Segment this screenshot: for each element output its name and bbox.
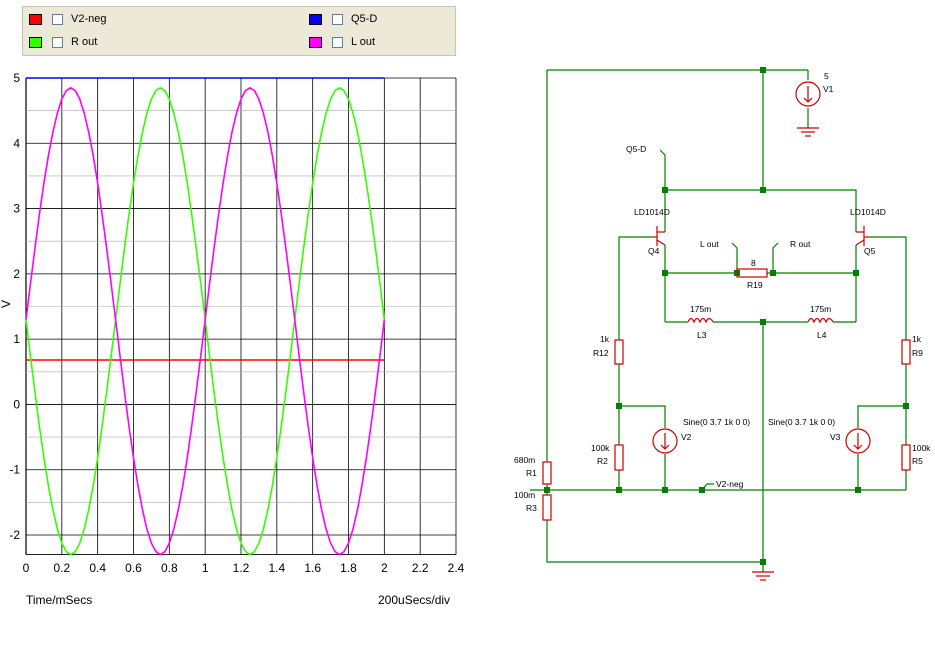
- wires: [530, 69, 907, 572]
- v2-name: V2: [681, 432, 692, 442]
- legend-item-l-out[interactable]: L out: [309, 34, 375, 50]
- l3-name: L3: [697, 330, 707, 340]
- q5-name: Q5: [864, 246, 876, 256]
- r9-name: R9: [912, 348, 923, 358]
- x-tick-label: 0: [23, 561, 30, 575]
- legend-checkbox[interactable]: [332, 36, 343, 48]
- components: [542, 81, 911, 581]
- color-swatch: [29, 13, 42, 25]
- x-tick-label: 1: [202, 561, 209, 575]
- x-tick-label: 0.6: [125, 561, 142, 575]
- x-tick-label: 0.8: [161, 561, 178, 575]
- x-tick-label: 1.2: [233, 561, 250, 575]
- r5-value: 100k: [912, 443, 931, 453]
- r19-value: 8: [751, 258, 756, 268]
- legend-panel: V2-neg R out Q5-D L out: [22, 6, 456, 56]
- q5-d-probe-label: Q5-D: [626, 144, 646, 154]
- x-axis-label: Time/mSecs: [26, 593, 93, 607]
- waveform-chart: 0 0.2 0.4 0.6 0.8 1 1.2 1.4 1.6 1.8 2 2.2 2.4 5 4 3 2 1 0 -…: [0, 71, 465, 575]
- legend-item-r-out[interactable]: R out: [29, 34, 97, 50]
- y-tick-label: 5: [13, 71, 20, 85]
- v2-description: Sine(0 3.7 1k 0 0): [683, 417, 750, 427]
- x-tick-label: 2: [381, 561, 388, 575]
- l4-name: L4: [817, 330, 827, 340]
- r-out-probe-label: R out: [790, 239, 811, 249]
- q5-part-label: LD1014D: [850, 207, 886, 217]
- y-tick-label: 4: [13, 136, 20, 150]
- v2-neg-probe-label: V2-neg: [716, 479, 744, 489]
- r2-name: R2: [597, 456, 608, 466]
- v3-name: V3: [830, 432, 841, 442]
- l4-value: 175m: [810, 304, 831, 314]
- y-tick-label: 2: [13, 267, 20, 281]
- r9-value: 1k: [912, 334, 922, 344]
- v1-value: 5: [824, 71, 829, 81]
- r12-value: 1k: [600, 334, 610, 344]
- r3-value: 100m: [514, 490, 535, 500]
- legend-label: Q5-D: [351, 13, 378, 25]
- x-tick-label: 0.4: [89, 561, 106, 575]
- l-out-probe-label: L out: [700, 239, 719, 249]
- l3-value: 175m: [690, 304, 711, 314]
- component-labels: 5 V1 Q5-D LD1014D Q4 LD1014D Q5 L out R …: [514, 71, 931, 513]
- legend-checkbox[interactable]: [52, 36, 63, 48]
- r3-name: R3: [526, 503, 537, 513]
- r1-name: R1: [526, 468, 537, 478]
- legend-label: R out: [71, 36, 98, 48]
- v1-name: V1: [823, 84, 834, 94]
- r19-name: R19: [747, 280, 763, 290]
- x-tick-label: 1.8: [340, 561, 357, 575]
- x-tick-label: 0.2: [53, 561, 70, 575]
- y-tick-label: -2: [9, 528, 20, 542]
- legend-checkbox[interactable]: [52, 13, 63, 25]
- q4-part-label: LD1014D: [634, 207, 670, 217]
- time-scale-label: 200uSecs/div: [378, 593, 451, 607]
- y-tick-label: 3: [13, 202, 20, 216]
- r5-name: R5: [912, 456, 923, 466]
- y-tick-label: 0: [13, 397, 20, 411]
- color-swatch: [309, 36, 322, 48]
- color-swatch: [309, 13, 322, 25]
- legend-item-v2-neg[interactable]: V2-neg: [29, 11, 106, 27]
- chart-ticks: 0 0.2 0.4 0.6 0.8 1 1.2 1.4 1.6 1.8 2 2.2 2.4 5 4 3 2 1 0 -…: [9, 71, 464, 575]
- x-tick-label: 1.4: [268, 561, 285, 575]
- q4-name: Q4: [648, 246, 660, 256]
- x-tick-label: 2.2: [412, 561, 429, 575]
- r12-name: R12: [593, 348, 609, 358]
- v3-description: Sine(0 3.7 1k 0 0): [768, 417, 835, 427]
- r1-value: 680m: [514, 455, 535, 465]
- x-tick-label: 1.6: [304, 561, 321, 575]
- series-line-l-out: [25, 86, 386, 556]
- legend-item-q5-d[interactable]: Q5-D: [309, 11, 377, 27]
- y-axis-label: V: [0, 300, 13, 308]
- legend-checkbox[interactable]: [332, 13, 343, 25]
- legend-label: L out: [351, 36, 376, 48]
- r2-value: 100k: [591, 443, 610, 453]
- color-swatch: [29, 36, 42, 48]
- y-tick-label: 1: [13, 332, 20, 346]
- y-tick-label: -1: [9, 463, 20, 477]
- legend-label: V2-neg: [71, 13, 107, 25]
- x-tick-label: 2.4: [448, 561, 465, 575]
- chart-series: [25, 77, 386, 556]
